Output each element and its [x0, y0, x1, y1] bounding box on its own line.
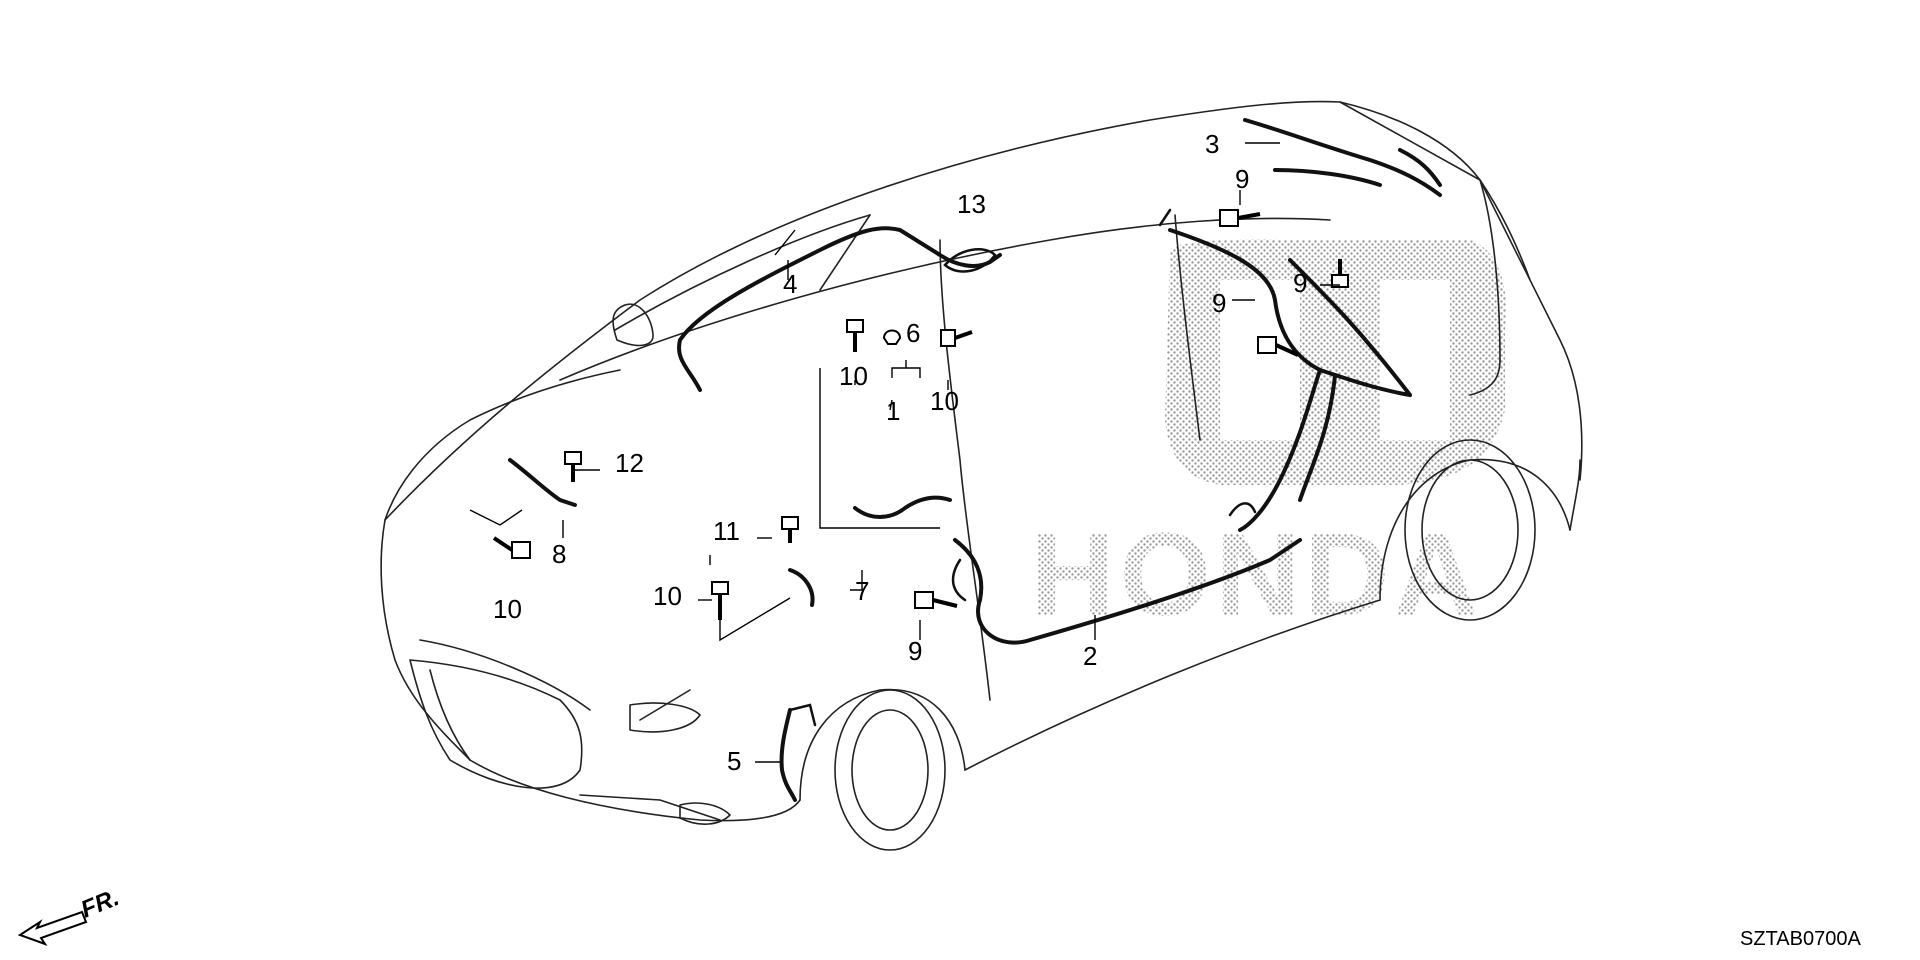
bolt-icon [781, 516, 799, 543]
callout-numbers: 3 13 9 9 9 9 4 6 10 1 10 12 8 10 11 10 7… [493, 129, 1307, 776]
bolt-icon [1219, 209, 1261, 227]
arrow-icon [17, 910, 88, 946]
bolt-icon [492, 536, 531, 559]
callout-9: 9 [1235, 164, 1249, 194]
diagram-code: SZTAB0700A [1740, 928, 1861, 950]
car-body-outline [380, 100, 1583, 851]
callout-2: 2 [1083, 641, 1097, 671]
callout-9: 9 [908, 636, 922, 666]
harness-7 [788, 568, 815, 607]
direction-label: FR. [77, 884, 123, 924]
callout-13: 13 [957, 189, 986, 219]
clip-icon [882, 329, 902, 345]
callout-10: 10 [930, 386, 959, 416]
callout-10: 10 [653, 581, 682, 611]
callout-9: 9 [1293, 268, 1307, 298]
part-6-bracket [891, 360, 921, 378]
bolt-icon [1331, 259, 1349, 288]
bolt-icon [711, 581, 729, 620]
callout-3: 3 [1205, 129, 1219, 159]
harness-8 [508, 458, 577, 507]
callout-10: 10 [839, 361, 868, 391]
callout-10: 10 [493, 594, 522, 624]
callout-6: 6 [906, 318, 920, 348]
harness-1-6 [853, 495, 952, 519]
harness-5-front-wheel [779, 703, 817, 802]
honda-watermark: HONDA [1030, 239, 1507, 641]
bolt-icon [1257, 336, 1299, 357]
harness-2-floor [951, 538, 1302, 645]
bolt-icon [564, 451, 582, 482]
harness-4-roof [677, 226, 1002, 392]
bolt-icon [940, 329, 973, 347]
callout-1: 1 [886, 396, 900, 426]
callout-12: 12 [615, 448, 644, 478]
harness-3-rear [1158, 118, 1442, 532]
front-direction-indicator: FR. [17, 884, 123, 946]
bolt-icon [914, 591, 958, 609]
leader-lines [469, 142, 1340, 763]
bolt-icons [492, 209, 1349, 620]
callout-7: 7 [855, 576, 869, 606]
callout-4: 4 [783, 269, 797, 299]
group-bracket [819, 368, 940, 529]
callout-9: 9 [1212, 288, 1226, 318]
callout-11: 11 [713, 516, 740, 546]
bolt-icon [846, 319, 864, 352]
callout-5: 5 [727, 746, 741, 776]
callout-8: 8 [552, 539, 566, 569]
